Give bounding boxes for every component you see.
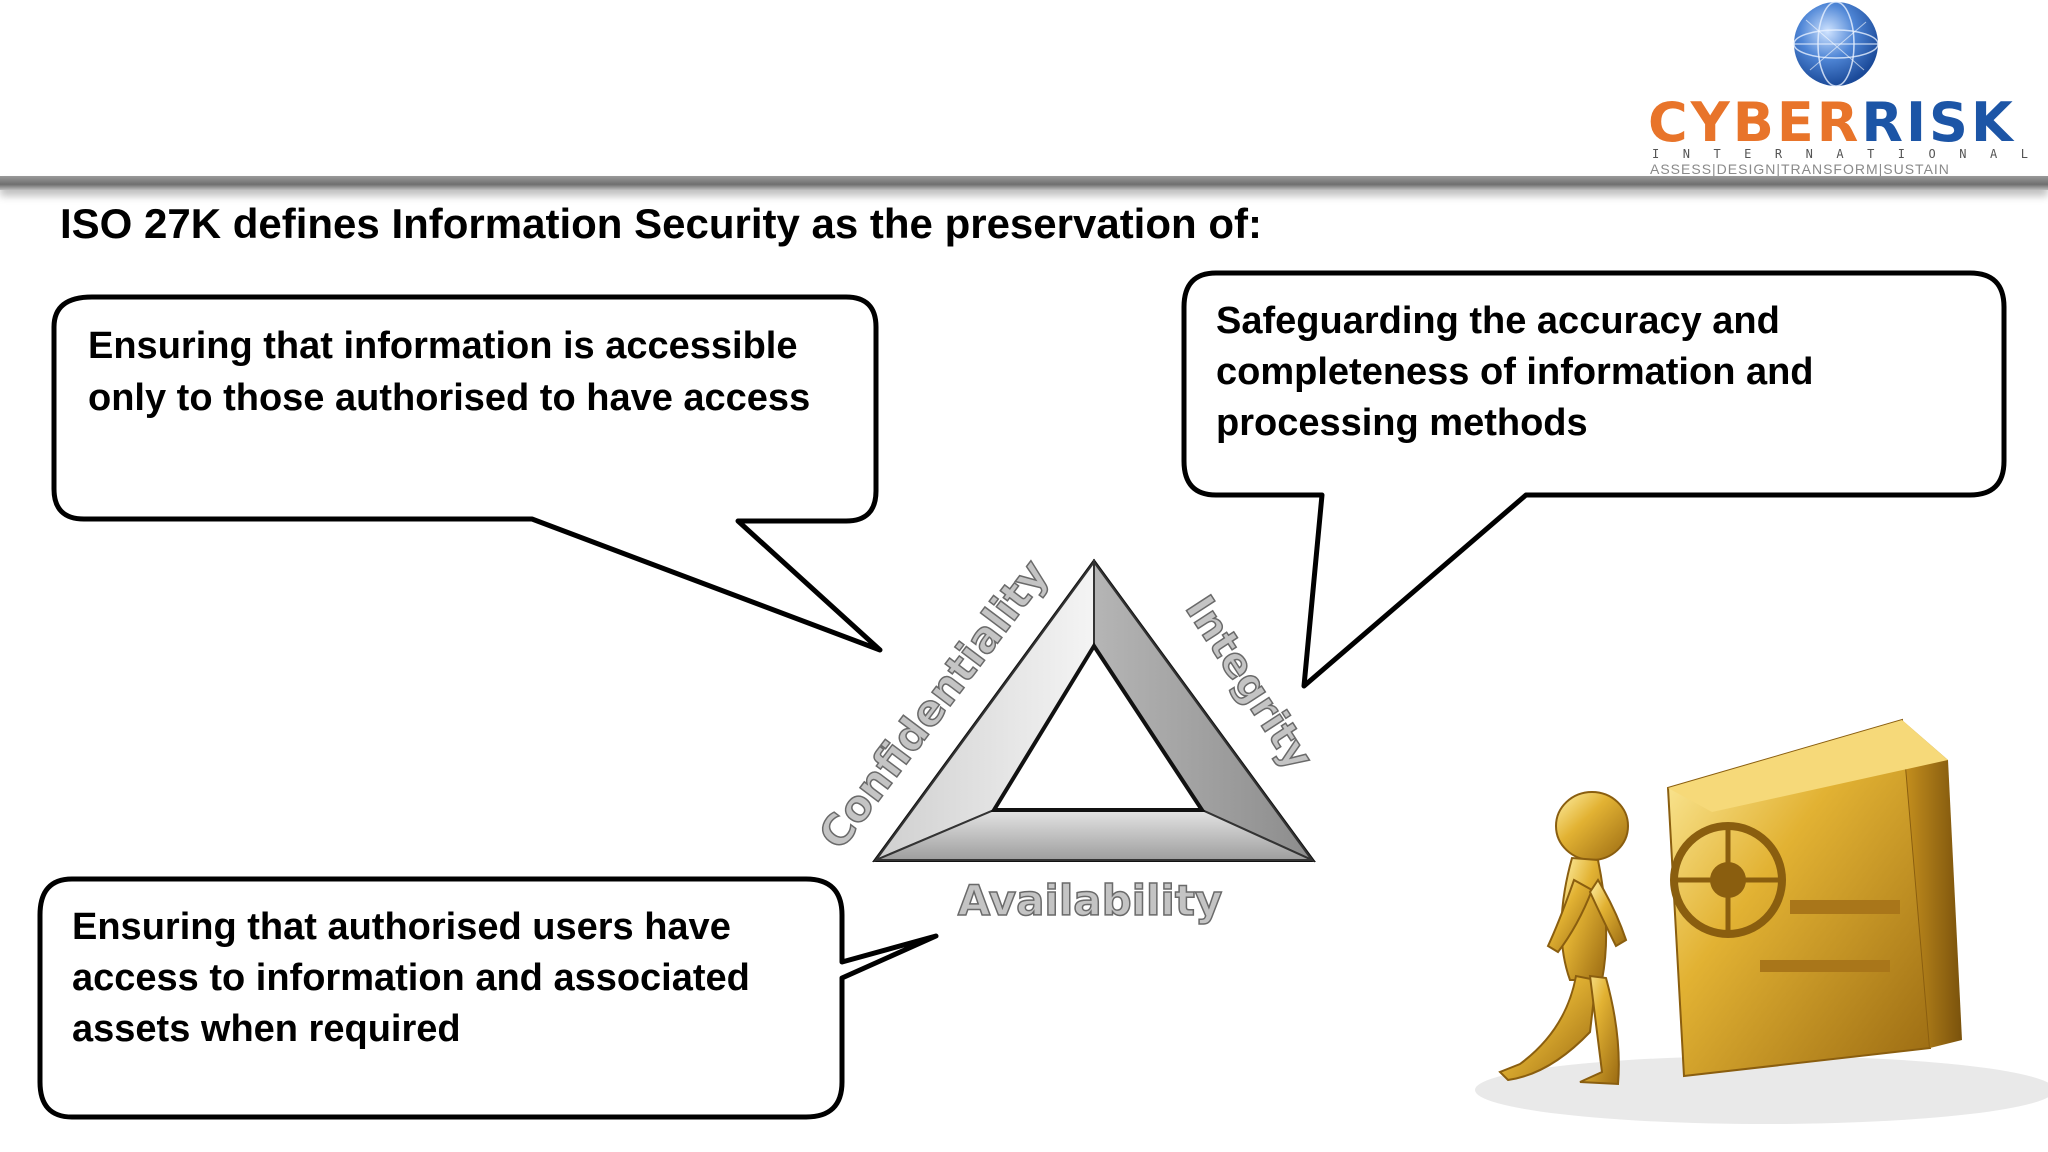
gold-stick-figure bbox=[1498, 791, 1629, 1086]
triangle-label-availability: Availability bbox=[958, 876, 1223, 925]
gold-figure-vault-illustration bbox=[1475, 718, 2048, 1124]
integrity-text: Safeguarding the accuracy and completene… bbox=[1216, 300, 1814, 444]
cyberrisk-logo: CYBERRISK INTERNATIONAL ASSESS|DESIGN|TR… bbox=[1640, 0, 2040, 176]
logo-subtitle: INTERNATIONAL bbox=[1652, 147, 2048, 161]
header-divider bbox=[0, 176, 2048, 190]
logo-wordmark: CYBERRISK bbox=[1648, 96, 2016, 150]
confidentiality-text: Ensuring that information is accessible … bbox=[88, 325, 811, 419]
availability-callout bbox=[37, 876, 939, 1120]
availability-text: Ensuring that authorised users have acce… bbox=[72, 906, 750, 1050]
integrity-callout bbox=[1181, 270, 2007, 689]
logo-word-risk: RISK bbox=[1861, 91, 2016, 154]
logo-tagline: ASSESS|DESIGN|TRANSFORM|SUSTAIN bbox=[1650, 161, 1950, 177]
cia-triangle bbox=[872, 558, 1316, 863]
globe-icon bbox=[1793, 1, 1879, 87]
confidentiality-callout bbox=[51, 294, 883, 653]
vault-image bbox=[1666, 718, 1962, 1078]
page-title: ISO 27K defines Information Security as … bbox=[60, 200, 1262, 247]
logo-word-cyber: CYBER bbox=[1648, 91, 1862, 154]
